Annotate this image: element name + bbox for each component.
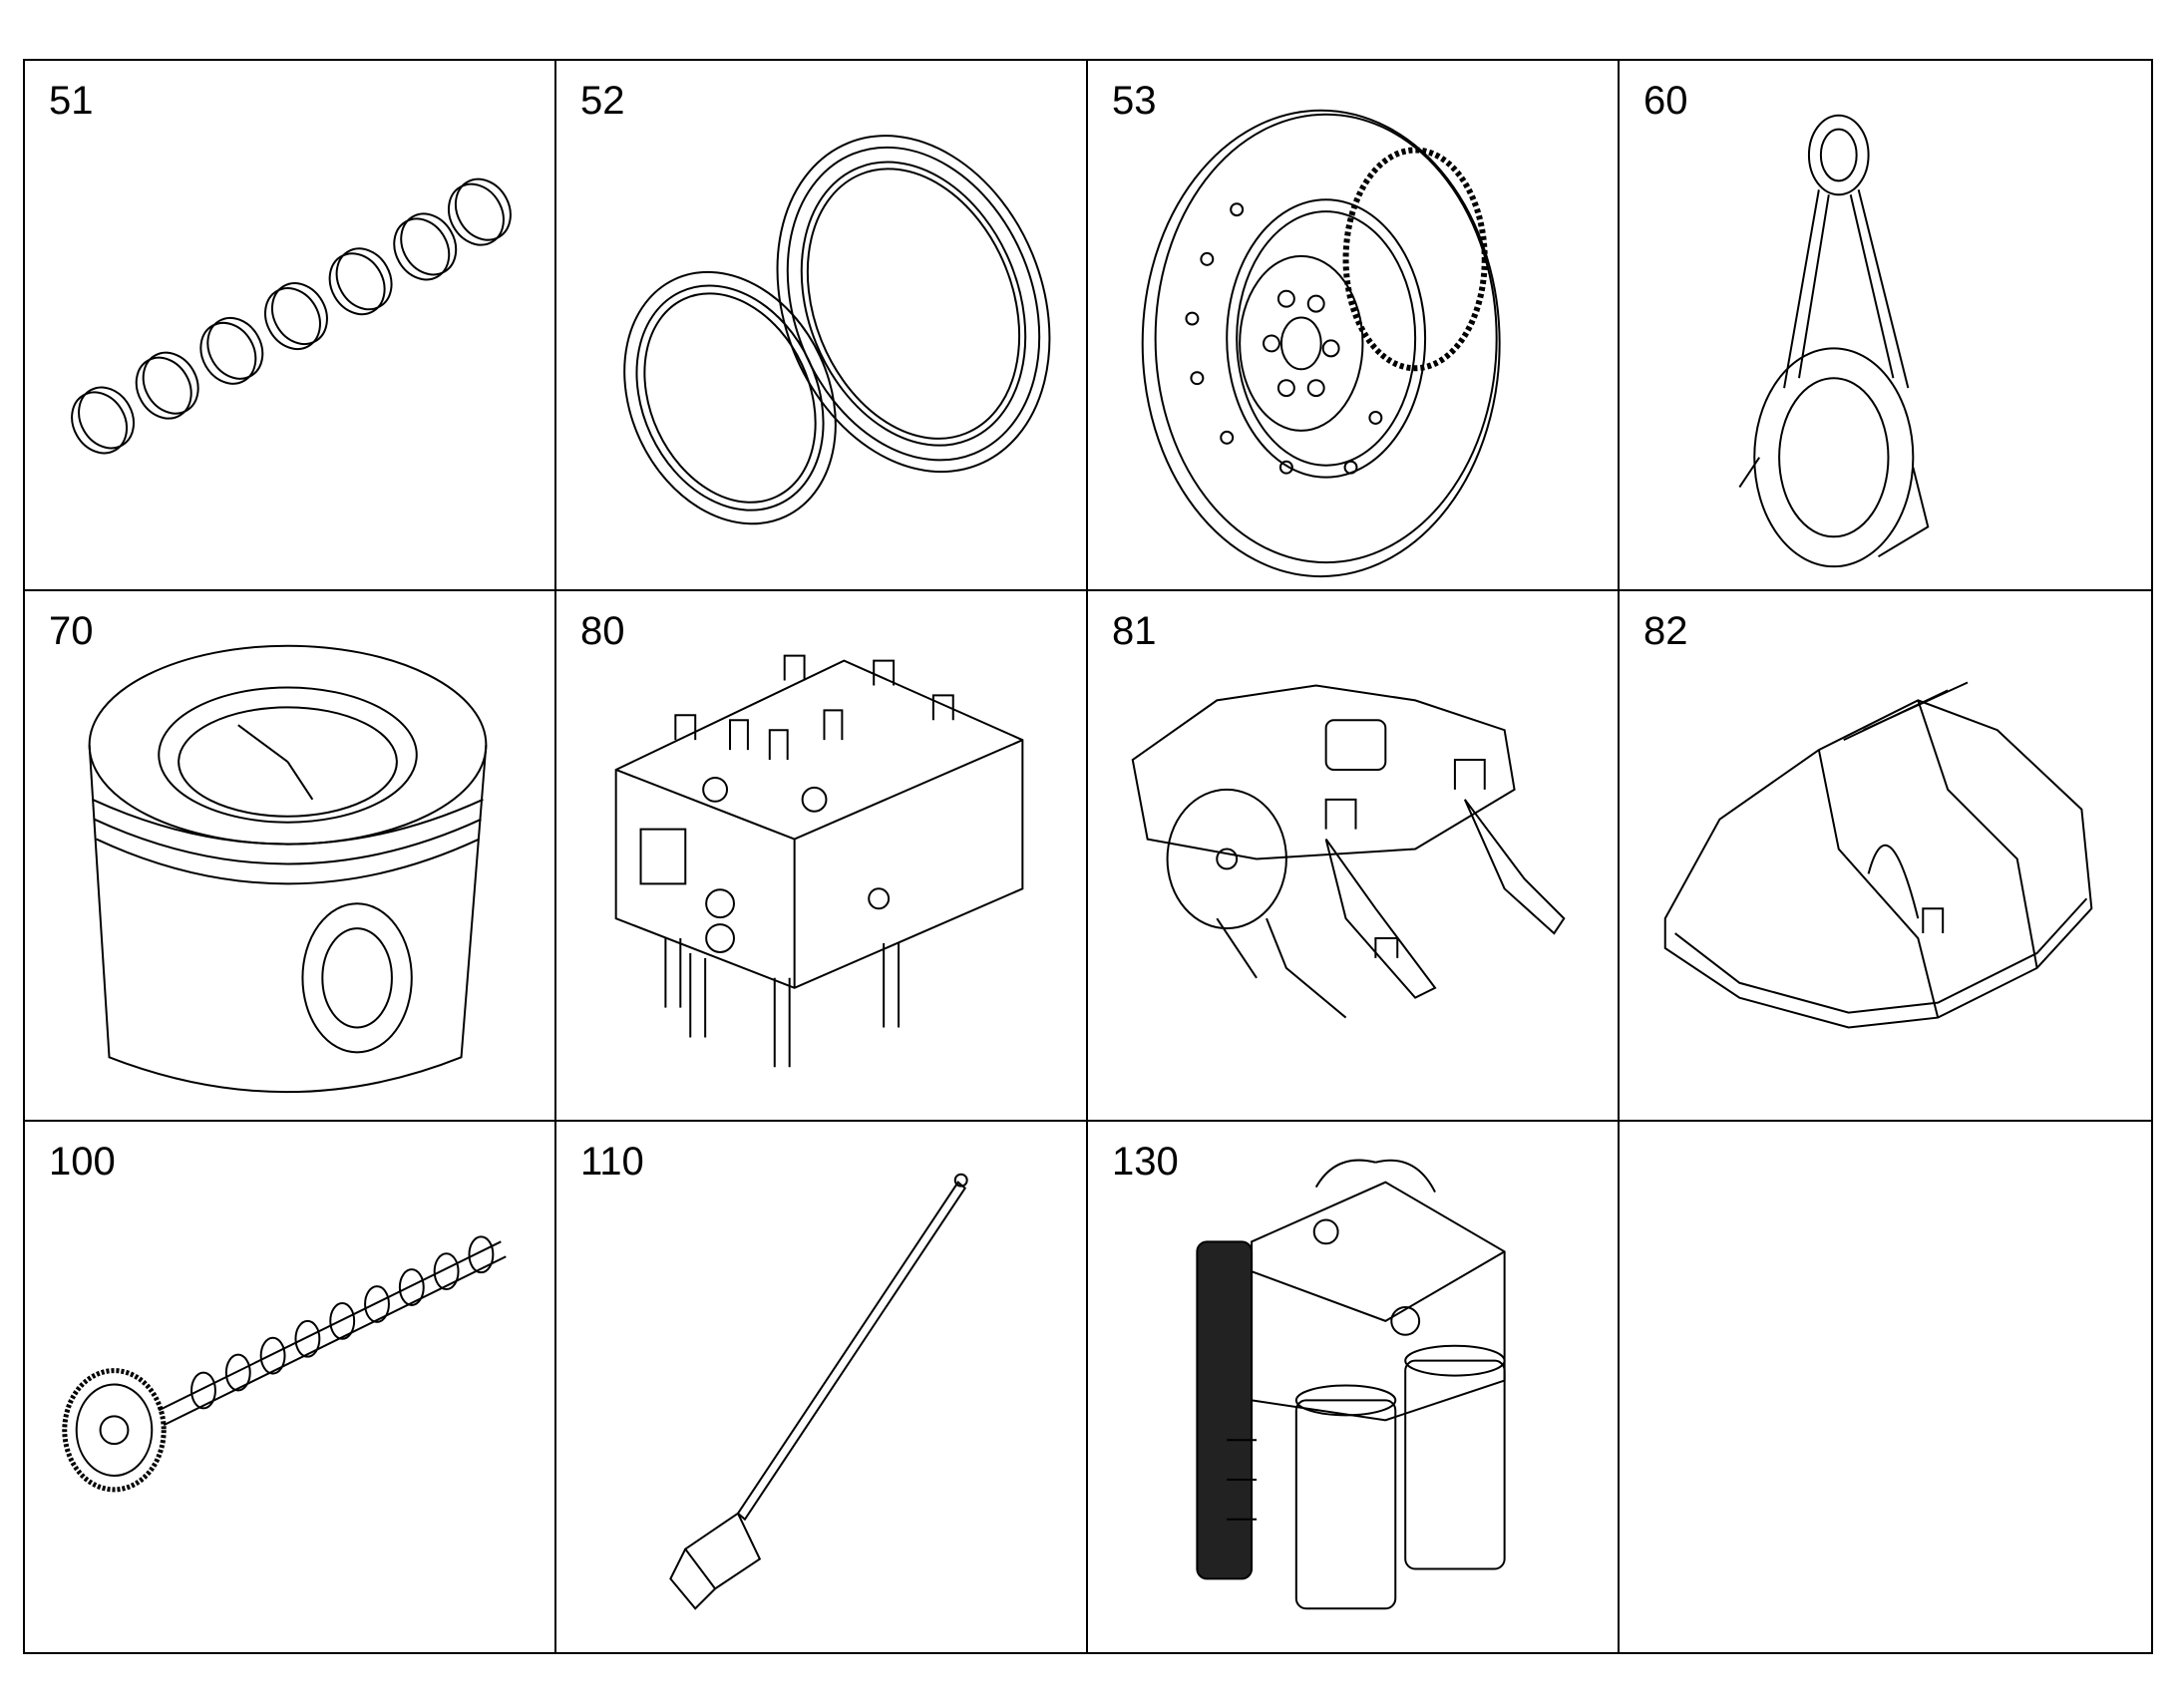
part-cell-51[interactable]: 51	[25, 61, 556, 591]
part-number: 52	[580, 79, 625, 123]
part-cell-60[interactable]: 60	[1620, 61, 2151, 591]
part-number: 53	[1112, 79, 1157, 123]
part-number: 80	[580, 609, 625, 653]
piston-icon	[25, 591, 554, 1120]
valve-cover-icon	[1620, 591, 2151, 1120]
part-cell-82[interactable]: 82	[1620, 591, 2151, 1122]
part-cell-52[interactable]: 52	[556, 61, 1088, 591]
part-cell-70[interactable]: 70	[25, 591, 556, 1122]
part-number: 100	[49, 1140, 116, 1184]
seal-rings-icon	[556, 61, 1086, 589]
part-number: 81	[1112, 609, 1157, 653]
part-cell-81[interactable]: 81	[1088, 591, 1620, 1122]
camshaft-icon	[25, 1122, 554, 1652]
cylinder-head-icon	[556, 591, 1086, 1120]
empty-cell	[1620, 1122, 2151, 1652]
rocker-arm-assembly-icon	[1088, 591, 1618, 1120]
filter-housing-icon	[1088, 1122, 1618, 1652]
bearing-shells-icon	[25, 61, 554, 589]
part-number: 130	[1112, 1140, 1179, 1184]
part-number: 60	[1643, 79, 1688, 123]
part-cell-110[interactable]: 110	[556, 1122, 1088, 1652]
part-number: 51	[49, 79, 94, 123]
part-cell-53[interactable]: 53	[1088, 61, 1620, 591]
part-cell-100[interactable]: 100	[25, 1122, 556, 1652]
dipstick-icon	[556, 1122, 1086, 1652]
connecting-rod-icon	[1620, 61, 2151, 589]
parts-grid: 51 52	[23, 59, 2153, 1654]
part-number: 110	[580, 1140, 644, 1184]
vibration-damper-icon	[1088, 61, 1618, 589]
part-cell-80[interactable]: 80	[556, 591, 1088, 1122]
part-cell-130[interactable]: 130	[1088, 1122, 1620, 1652]
part-number: 70	[49, 609, 94, 653]
part-number: 82	[1643, 609, 1688, 653]
